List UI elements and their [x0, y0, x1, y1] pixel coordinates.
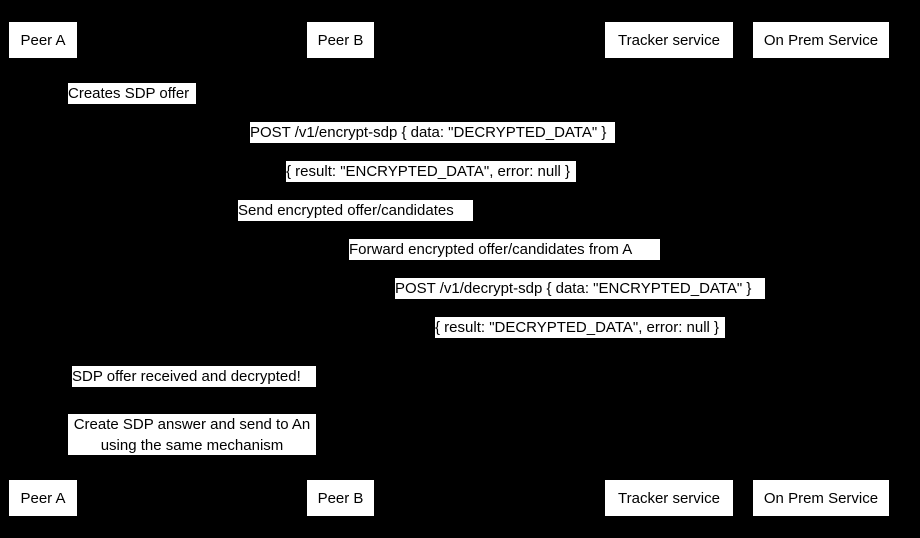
lifeline-3: [821, 58, 822, 480]
message-label-post-v1-decrypt-sdp-data-encrypted-data: POST /v1/decrypt-sdp { data: "ENCRYPTED_…: [395, 278, 765, 299]
message-label-forward-encrypted-offer-candidates-from-: Forward encrypted offer/candidates from …: [349, 239, 660, 260]
message-label-create-sdp-answer-and-send-to-an-using-t: Create SDP answer and send to An using t…: [68, 414, 316, 455]
participant-bottom-peer-a[interactable]: Peer A: [9, 480, 77, 516]
lifeline-1: [340, 58, 341, 480]
participant-bottom-on-prem-service[interactable]: On Prem Service: [753, 480, 889, 516]
message-label-result-encrypted-data-error-null: { result: "ENCRYPTED_DATA", error: null …: [286, 161, 576, 182]
participant-bottom-peer-b[interactable]: Peer B: [307, 480, 374, 516]
participant-top-on-prem-service[interactable]: On Prem Service: [753, 22, 889, 58]
lifeline-0: [43, 58, 44, 480]
message-label-creates-sdp-offer: Creates SDP offer: [68, 83, 196, 104]
participant-bottom-tracker-service[interactable]: Tracker service: [605, 480, 733, 516]
message-label-post-v1-encrypt-sdp-data-decrypted-data: POST /v1/encrypt-sdp { data: "DECRYPTED_…: [250, 122, 615, 143]
message-label-send-encrypted-offer-candidates: Send encrypted offer/candidates: [238, 200, 473, 221]
participant-top-tracker-service[interactable]: Tracker service: [605, 22, 733, 58]
message-label-sdp-offer-received-and-decrypted: SDP offer received and decrypted!: [72, 366, 316, 387]
message-label-result-decrypted-data-error-null: { result: "DECRYPTED_DATA", error: null …: [435, 317, 725, 338]
participant-top-peer-b[interactable]: Peer B: [307, 22, 374, 58]
participant-top-peer-a[interactable]: Peer A: [9, 22, 77, 58]
lifeline-2: [669, 58, 670, 480]
